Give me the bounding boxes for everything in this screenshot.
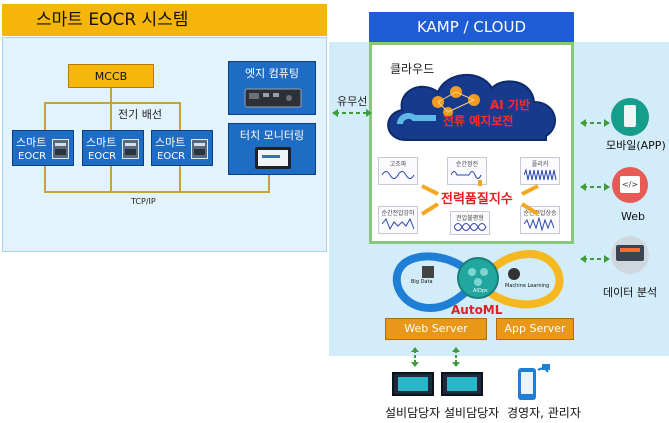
mccb-box: MCCB bbox=[68, 64, 154, 88]
smart-eocr-device: 스마트 EOCR bbox=[12, 130, 74, 166]
touch-monitor-box: 터치 모니터링 bbox=[228, 123, 316, 175]
network-label: TCP/IP bbox=[131, 197, 156, 206]
wave-box: 전압불평형 bbox=[450, 211, 490, 235]
aiops-label: AIOps bbox=[473, 288, 488, 294]
network-line bbox=[179, 166, 181, 192]
wire-line bbox=[179, 102, 181, 130]
device-label: 스마트 bbox=[86, 136, 117, 149]
user-label-2: 설비담당자 bbox=[444, 406, 500, 420]
big-data-label: Big Data bbox=[411, 279, 433, 285]
wave-box: 순간전압강하 bbox=[378, 206, 418, 234]
network-line bbox=[44, 166, 46, 192]
network-line bbox=[110, 166, 112, 192]
automl-label: AutoML bbox=[451, 303, 503, 317]
power-quality-label: 전력품질지수 bbox=[441, 192, 513, 207]
monitor-icon bbox=[392, 372, 434, 396]
waveform-icon bbox=[382, 217, 415, 231]
device-sublabel: EOCR bbox=[157, 151, 186, 162]
waveform-icon bbox=[382, 171, 415, 179]
vertical-arrow-icon bbox=[452, 347, 460, 367]
wave-label: 순간정전 bbox=[455, 161, 479, 168]
touch-monitor-icon bbox=[255, 147, 291, 169]
bidirectional-arrow-icon bbox=[332, 109, 372, 117]
wire-line bbox=[110, 88, 112, 102]
wiring-label: 전기 배선 bbox=[118, 108, 162, 121]
right-panel-title: KAMP / CLOUD bbox=[369, 12, 574, 42]
wave-label: 전압불평형 bbox=[456, 215, 484, 222]
bidirectional-arrow-icon bbox=[580, 255, 610, 263]
wave-label: 순간전압상승 bbox=[523, 210, 557, 217]
wire-line bbox=[44, 102, 46, 130]
device-label: 스마트 bbox=[155, 136, 186, 149]
web-label: Web bbox=[621, 210, 645, 223]
device-sublabel: EOCR bbox=[88, 151, 117, 162]
eocr-icon bbox=[122, 139, 139, 159]
cloud-label: 클라우드 bbox=[390, 62, 435, 76]
wave-box: 순간전압상승 bbox=[520, 206, 560, 234]
waveform-icon bbox=[524, 217, 555, 231]
network-line bbox=[268, 172, 270, 193]
waveform-icon bbox=[454, 223, 487, 231]
bidirectional-arrow-icon bbox=[580, 119, 610, 127]
converge-arrows-icon bbox=[420, 180, 540, 216]
left-panel-title: 스마트 EOCR 시스템 bbox=[2, 4, 327, 36]
cloud-icon bbox=[387, 73, 556, 141]
user-label-1: 설비담당자 bbox=[385, 406, 441, 420]
wave-label: 고조파 bbox=[389, 161, 407, 168]
data-analysis-label: 데이터 분석 bbox=[603, 286, 658, 299]
smartphone-icon bbox=[518, 364, 550, 400]
ml-label: Machine Learning bbox=[505, 283, 550, 289]
app-server-box: App Server bbox=[496, 318, 574, 340]
edge-computing-box: 엣지 컴퓨팅 bbox=[228, 61, 316, 115]
bidirectional-arrow-icon bbox=[580, 183, 610, 191]
ai-label-line2: 전류 예지보전 bbox=[443, 114, 514, 128]
device-label: 스마트 bbox=[16, 136, 47, 149]
edge-computer-icon bbox=[244, 88, 302, 108]
wave-label: 플리커 bbox=[531, 161, 549, 168]
smart-eocr-device: 스마트 EOCR bbox=[151, 130, 213, 166]
user-label-3: 경영자, 관리자 bbox=[507, 406, 581, 420]
touch-monitor-label: 터치 모니터링 bbox=[239, 129, 305, 142]
eocr-icon bbox=[52, 139, 69, 159]
waveform-icon bbox=[451, 171, 482, 179]
wire-line bbox=[110, 102, 112, 130]
waveform-icon bbox=[524, 168, 557, 181]
device-sublabel: EOCR bbox=[18, 151, 47, 162]
mobile-app-label: 모바일(APP) bbox=[606, 139, 666, 152]
wave-label: 순간전압강하 bbox=[381, 210, 415, 217]
edge-computing-label: 엣지 컴퓨팅 bbox=[244, 67, 300, 80]
automl-infinity-icon bbox=[392, 249, 564, 313]
mobile-icon bbox=[611, 98, 649, 136]
network-line bbox=[44, 191, 270, 193]
monitor-icon bbox=[441, 372, 483, 396]
web-server-box: Web Server bbox=[385, 318, 487, 340]
wave-box: 고조파 bbox=[378, 157, 418, 185]
eocr-icon bbox=[191, 139, 208, 159]
wired-wireless-label: 유무선 bbox=[337, 95, 368, 108]
smart-eocr-device: 스마트 EOCR bbox=[82, 130, 144, 166]
data-analysis-icon bbox=[611, 236, 649, 274]
wave-box: 플리커 bbox=[520, 157, 560, 185]
web-code-icon: </> bbox=[612, 167, 648, 203]
vertical-arrow-icon bbox=[411, 347, 419, 367]
ai-label-line1: AI 기반 bbox=[490, 98, 531, 112]
